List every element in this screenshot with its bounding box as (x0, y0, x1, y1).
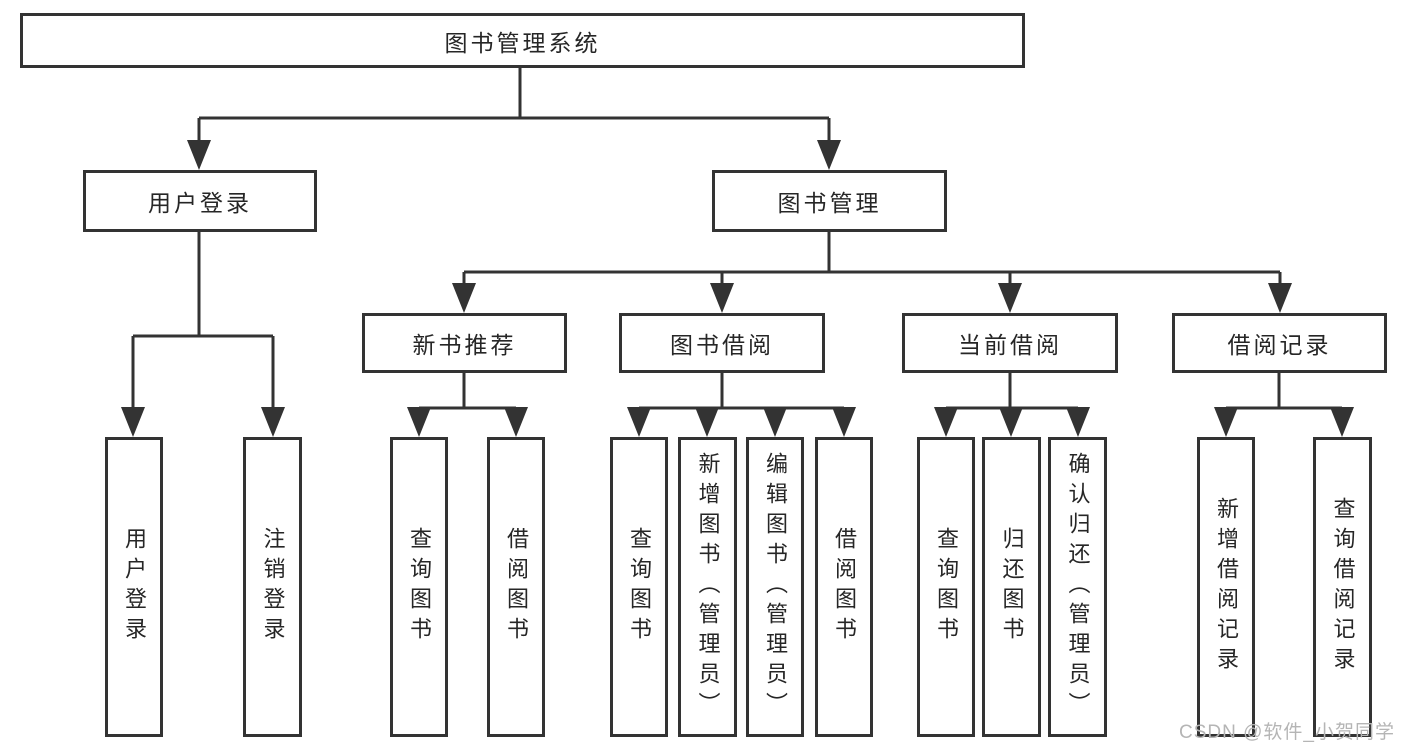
node-leaf-cb-confirm-return-admin: 确认归还（管理员） (1048, 437, 1107, 737)
node-leaf-bb-borrow-books-label: 借阅图书 (832, 527, 857, 647)
node-leaf-bb-add-books-admin: 新增图书（管理员） (678, 437, 737, 737)
node-leaf-rec-borrow-books-label: 借阅图书 (504, 527, 529, 647)
node-new-book-recommend: 新书推荐 (362, 313, 567, 373)
node-leaf-logout-label: 注销登录 (260, 527, 286, 647)
node-leaf-rec-borrow-books: 借阅图书 (487, 437, 545, 737)
node-leaf-bb-edit-books-admin: 编辑图书（管理员） (746, 437, 804, 737)
node-book-management-branch: 图书管理 (712, 170, 947, 232)
node-leaf-bb-query-books: 查询图书 (610, 437, 668, 737)
node-leaf-cb-confirm-return-admin-label: 确认归还（管理员） (1065, 452, 1091, 722)
node-leaf-cb-query-books: 查询图书 (917, 437, 975, 737)
node-leaf-bb-add-books-admin-label: 新增图书（管理员） (695, 452, 721, 722)
node-current-borrowing-label: 当前借阅 (958, 332, 1062, 358)
node-leaf-bb-query-books-label: 查询图书 (627, 527, 652, 647)
node-leaf-br-add-record-label: 新增借阅记录 (1214, 497, 1239, 677)
node-leaf-user-login-label: 用户登录 (122, 527, 147, 647)
node-user-login-branch-label: 用户登录 (148, 190, 252, 216)
node-current-borrowing: 当前借阅 (902, 313, 1118, 373)
node-borrowing-records: 借阅记录 (1172, 313, 1387, 373)
node-new-book-recommend-label: 新书推荐 (412, 332, 517, 358)
node-leaf-logout: 注销登录 (243, 437, 302, 737)
node-library-system-label: 图书管理系统 (444, 29, 601, 56)
node-leaf-cb-query-books-label: 查询图书 (934, 527, 959, 647)
node-leaf-bb-edit-books-admin-label: 编辑图书（管理员） (763, 452, 788, 722)
node-leaf-cb-return-books-label: 归还图书 (999, 527, 1025, 647)
node-book-borrowing-label: 图书借阅 (670, 332, 774, 358)
node-leaf-br-query-record: 查询借阅记录 (1313, 437, 1372, 737)
node-library-system: 图书管理系统 (20, 13, 1025, 68)
node-leaf-br-add-record: 新增借阅记录 (1197, 437, 1255, 737)
node-user-login-branch: 用户登录 (83, 170, 317, 232)
node-leaf-rec-query-books: 查询图书 (390, 437, 448, 737)
node-borrowing-records-label: 借阅记录 (1227, 332, 1332, 358)
node-book-borrowing: 图书借阅 (619, 313, 825, 373)
csdn-watermark: CSDN @软件_小贺同学 (1179, 722, 1395, 743)
node-leaf-cb-return-books: 归还图书 (982, 437, 1041, 737)
node-leaf-rec-query-books-label: 查询图书 (407, 527, 432, 647)
node-leaf-br-query-record-label: 查询借阅记录 (1330, 497, 1356, 677)
node-leaf-user-login: 用户登录 (105, 437, 163, 737)
node-leaf-bb-borrow-books: 借阅图书 (815, 437, 873, 737)
node-book-management-branch-label: 图书管理 (777, 190, 882, 216)
